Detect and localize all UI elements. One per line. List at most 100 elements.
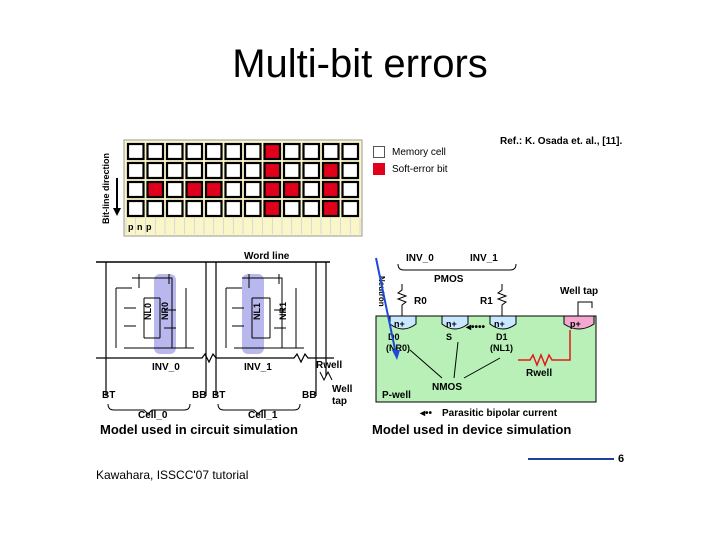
cell1-label: Cell_1 — [248, 410, 278, 421]
memory-cell — [146, 142, 165, 161]
node-nr1: NR1 — [278, 302, 288, 320]
memory-cell — [282, 142, 301, 161]
d1-label: D1 — [496, 332, 508, 342]
memory-cell — [165, 142, 184, 161]
legend-soft-error-swatch — [373, 163, 385, 175]
d1-nplus: n+ — [494, 319, 505, 329]
sram-cell-0: NL0 NR0 — [115, 274, 194, 354]
soft-error-cell — [146, 180, 165, 199]
soft-error-cell — [204, 180, 223, 199]
rwell-device-resistor — [518, 330, 571, 368]
memory-cell — [302, 199, 321, 218]
reference-note: Ref.: K. Osada et. al., [11]. — [500, 136, 623, 147]
legend-memory-cell-swatch — [373, 146, 385, 158]
r1-label: R1 — [480, 296, 493, 307]
nl1-label: (NL1) — [490, 343, 513, 353]
cell0-brace — [107, 403, 191, 415]
circuit-model: Word line NL0 NR0 NL1 NR1 INV_0 INV_1 Rw… — [96, 251, 353, 437]
parasitic-legend-label: Parasitic bipolar current — [442, 408, 558, 419]
node-nl1: NL1 — [252, 303, 262, 320]
cell1-brace — [217, 403, 301, 415]
parasitic-arrow-dots: ◂•••• — [465, 322, 486, 333]
memory-cell — [185, 142, 204, 161]
memory-cell — [126, 161, 145, 180]
d1-diffusion — [489, 315, 517, 330]
memory-cell — [302, 142, 321, 161]
legend-soft-error: Soft-error bit — [373, 163, 448, 175]
memory-cell — [302, 161, 321, 180]
soft-error-cell — [321, 180, 340, 199]
memory-cell — [185, 199, 204, 218]
memory-cell — [341, 180, 360, 199]
neutron-arrowhead — [392, 350, 400, 360]
bt1-label: BT — [212, 390, 225, 401]
bitline-direction-arrowhead — [113, 208, 121, 216]
well-tap-wire — [577, 301, 593, 320]
parasitic-legend-symbol: ◂•• — [419, 408, 433, 419]
memory-cell — [321, 142, 340, 161]
footer-credit: Kawahara, ISSCC'07 tutorial — [96, 468, 249, 482]
r0-resistor — [396, 284, 408, 319]
memory-cell — [282, 161, 301, 180]
soft-error-cell — [263, 142, 282, 161]
nmos-pointers — [409, 341, 501, 379]
memory-cell — [341, 161, 360, 180]
memory-cell — [243, 199, 262, 218]
d0-nplus: n+ — [394, 319, 405, 329]
well-tap-label-1: Well — [332, 384, 353, 395]
memory-cell — [146, 199, 165, 218]
memory-cell — [282, 199, 301, 218]
bb0-label: BB — [192, 390, 206, 401]
memory-cell — [126, 199, 145, 218]
memory-cell — [126, 180, 145, 199]
device-inv0-label: INV_0 — [406, 253, 434, 264]
s-diffusion — [441, 315, 469, 330]
memory-cell — [185, 161, 204, 180]
bt0-label: BT — [102, 390, 115, 401]
node-nr0: NR0 — [160, 302, 170, 320]
device-well-tap-label: Well tap — [560, 286, 598, 297]
memory-cell — [126, 142, 145, 161]
memory-cell — [146, 161, 165, 180]
memory-cell — [224, 199, 243, 218]
device-caption: Model used in device simulation — [372, 422, 571, 437]
memory-cell — [224, 180, 243, 199]
memory-cell — [204, 142, 223, 161]
p-well-label: P-well — [382, 390, 411, 401]
memory-cell — [204, 161, 223, 180]
s-label: S — [446, 332, 452, 342]
rwell-label: Rwell — [316, 360, 342, 371]
memory-cell — [165, 199, 184, 218]
soft-error-cell — [185, 180, 204, 199]
bitline-direction-label: Bit-line direction — [101, 153, 111, 224]
inv-brace — [397, 263, 517, 271]
inv0-label: INV_0 — [152, 362, 180, 373]
r0-label: R0 — [414, 296, 427, 307]
memory-cell — [243, 161, 262, 180]
device-model: INV_0 INV_1 PMOS Neutron R0 R1 Well tap … — [372, 253, 598, 437]
pmos-label: PMOS — [434, 274, 464, 285]
memory-cell — [341, 199, 360, 218]
sram-cell-1: NL1 NR1 — [225, 274, 304, 354]
legend-memory-cell: Memory cell — [373, 146, 446, 158]
nr0-label: (NR0) — [386, 343, 410, 353]
pplus-label: p+ — [570, 319, 581, 329]
soft-error-cell — [263, 199, 282, 218]
memory-cell — [165, 180, 184, 199]
well-type-label: p — [146, 222, 152, 232]
memory-cell — [204, 199, 223, 218]
soft-error-cell — [263, 161, 282, 180]
slide-title: Multi-bit errors — [232, 42, 488, 86]
memory-cell — [224, 161, 243, 180]
memory-cell — [243, 142, 262, 161]
legend-soft-error-label: Soft-error bit — [392, 163, 448, 175]
neutron-label: Neutron — [377, 276, 386, 307]
well-type-label: n — [137, 222, 143, 232]
memory-cell — [341, 142, 360, 161]
soft-error-cell — [263, 180, 282, 199]
soft-error-cell — [321, 161, 340, 180]
device-inv1-label: INV_1 — [470, 253, 498, 264]
soft-error-cell — [321, 199, 340, 218]
nmos-label: NMOS — [432, 382, 462, 393]
